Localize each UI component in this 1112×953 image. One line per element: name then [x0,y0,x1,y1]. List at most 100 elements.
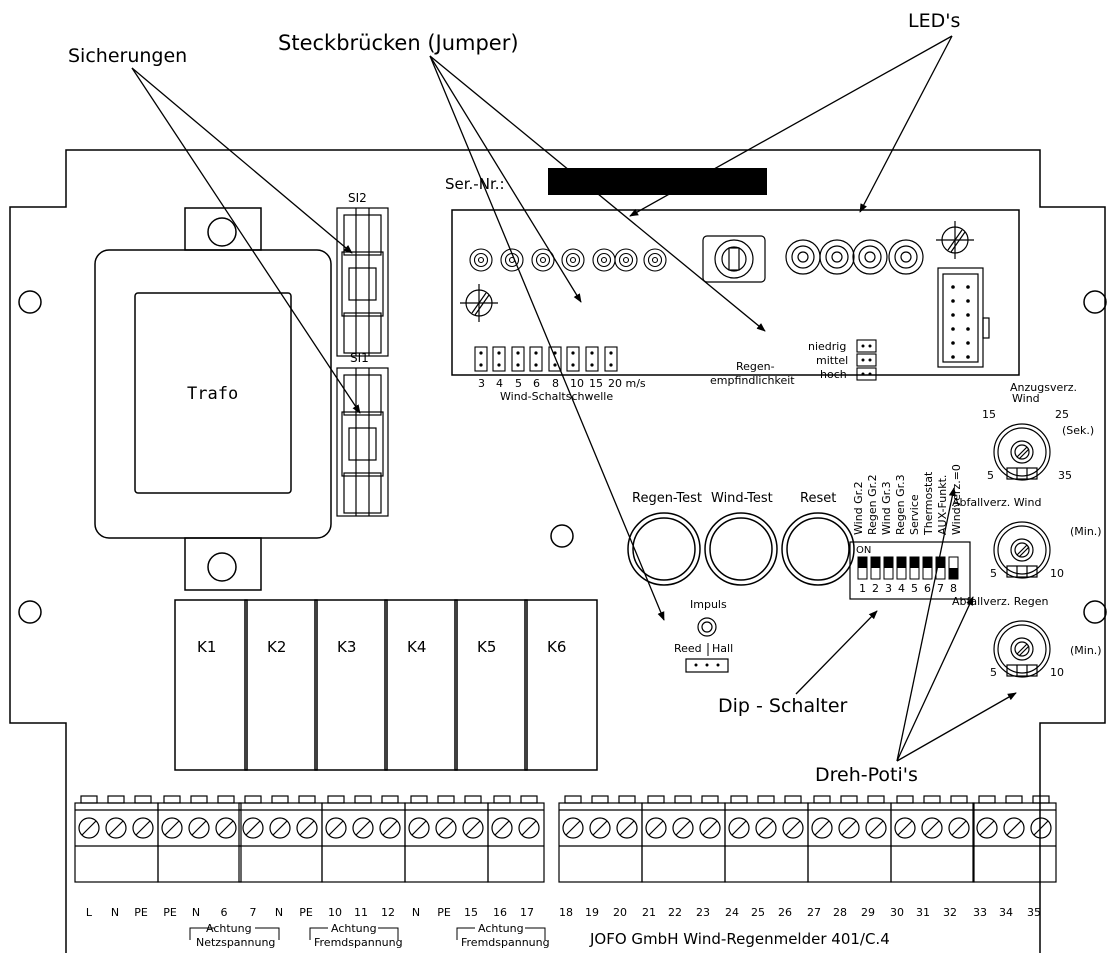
wind-jumper-1[interactable] [474,346,488,372]
relay-k6: K6 [524,599,598,771]
rain-level-high: hoch [820,368,847,381]
ribbon-pin [966,355,970,359]
reset-button[interactable] [781,512,855,586]
terminal-group-7 [558,795,643,883]
wind-threshold-label: 20 m/s [608,377,646,390]
potentiometer-3[interactable] [993,620,1051,678]
wind-threshold-label: 15 [589,377,603,390]
led-small-1 [469,248,493,272]
wind-jumper-6[interactable] [566,346,580,372]
pot1-title-2: Wind [1012,392,1040,405]
terminal-label: N [412,906,420,919]
wind-jumper-3[interactable] [511,346,525,372]
dip-label-8: Windverz.=0 [950,464,963,535]
dip-toggle-5[interactable] [909,556,920,580]
terminal-label: 11 [354,906,368,919]
fuse-si1 [336,367,389,517]
dip-label-3: Wind Gr.3 [880,481,893,535]
terminal-label: 7 [250,906,257,919]
dip-toggle-2[interactable] [870,556,881,580]
group2-type: Fremdspannung [314,936,403,949]
terminal-label: 22 [668,906,682,919]
rain-sensitivity-jumpers[interactable] [856,339,877,381]
dip-label-6: Thermostat [922,471,935,536]
dip-number: 6 [924,582,931,595]
rain-jumper-3[interactable] [856,367,877,381]
relay-k4: K4 [384,599,458,771]
dip-number: 2 [872,582,879,595]
potentiometers[interactable] [993,423,1051,678]
dip-toggle-8[interactable] [948,556,959,580]
rain-sensitivity-title: Regen- [736,360,775,373]
terminal-label: 33 [973,906,987,919]
dip-toggle-7[interactable] [935,556,946,580]
wind-threshold-title: Wind-Schaltschwelle [500,390,613,403]
dip-label-5: Service [908,494,921,535]
rain-jumper-2[interactable] [856,353,877,367]
dip-toggle-1[interactable] [857,556,868,580]
dip-toggle-4[interactable] [896,556,907,580]
relay-label: K6 [547,638,566,656]
pot3-scale-10: 10 [1050,666,1064,679]
wind-test-button[interactable] [704,512,778,586]
led-large-4 [888,239,924,275]
terminal-group-8 [641,795,726,883]
terminal-label: 29 [861,906,875,919]
pot2-scale-5: 5 [990,567,997,580]
rain-jumper-1[interactable] [856,339,877,353]
pot1-scale-15: 15 [982,408,996,421]
pot1-scale-5: 5 [987,469,994,482]
dip-toggle-3[interactable] [883,556,894,580]
terminal-label: 12 [381,906,395,919]
relay-label: K2 [267,638,286,656]
dip-on-label: ON [856,545,871,556]
dip-toggle-6[interactable] [922,556,933,580]
label-jumpers: Steckbrücken (Jumper) [278,31,519,55]
terminal-group-4 [321,795,406,883]
wind-threshold-jumpers[interactable] [474,346,618,372]
trimmer-left [460,284,498,322]
terminal-label: L [86,906,93,919]
relay-k1: K1 [174,599,248,771]
label-potis: Dreh-Poti's [815,764,918,786]
terminal-block [74,795,1057,883]
wind-threshold-label: 5 [515,377,522,390]
group1-type: Netzspannung [196,936,275,949]
ribbon-pin [966,299,970,303]
dip-number: 4 [898,582,905,595]
terminal-label: PE [437,906,451,919]
reed-label: Reed [674,642,702,655]
transformer [94,207,332,591]
pot2-scale-10: 10 [1050,567,1064,580]
relay-k2: K2 [244,599,318,771]
terminal-label: 27 [807,906,821,919]
dip-label-4: Regen Gr.3 [894,474,907,535]
pot1-scale-25: 25 [1055,408,1069,421]
rain-level-low: niedrig [808,340,846,353]
terminal-label: 31 [916,906,930,919]
terminal-group-2 [157,795,242,883]
wind-jumper-7[interactable] [585,346,599,372]
pot1-scale-35: 35 [1058,469,1072,482]
relay-label: K1 [197,638,216,656]
terminal-label: PE [163,906,177,919]
reed-hall-jumper[interactable] [685,658,729,673]
dip-toggles[interactable] [857,556,959,580]
dip-label-1: Wind Gr.2 [852,481,865,535]
ribbon-pin [951,285,955,289]
wind-jumper-2[interactable] [492,346,506,372]
terminal-label: 18 [559,906,573,919]
hall-label: Hall [712,642,733,655]
dip-number: 7 [937,582,944,595]
rain-test-button[interactable] [627,512,701,586]
wind-jumper-4[interactable] [529,346,543,372]
potentiometer-1[interactable] [993,423,1051,481]
terminal-label: 23 [696,906,710,919]
terminal-label: PE [134,906,148,919]
wind-jumper-8[interactable] [604,346,618,372]
potentiometer-2[interactable] [993,521,1051,579]
dip-number: 3 [885,582,892,595]
